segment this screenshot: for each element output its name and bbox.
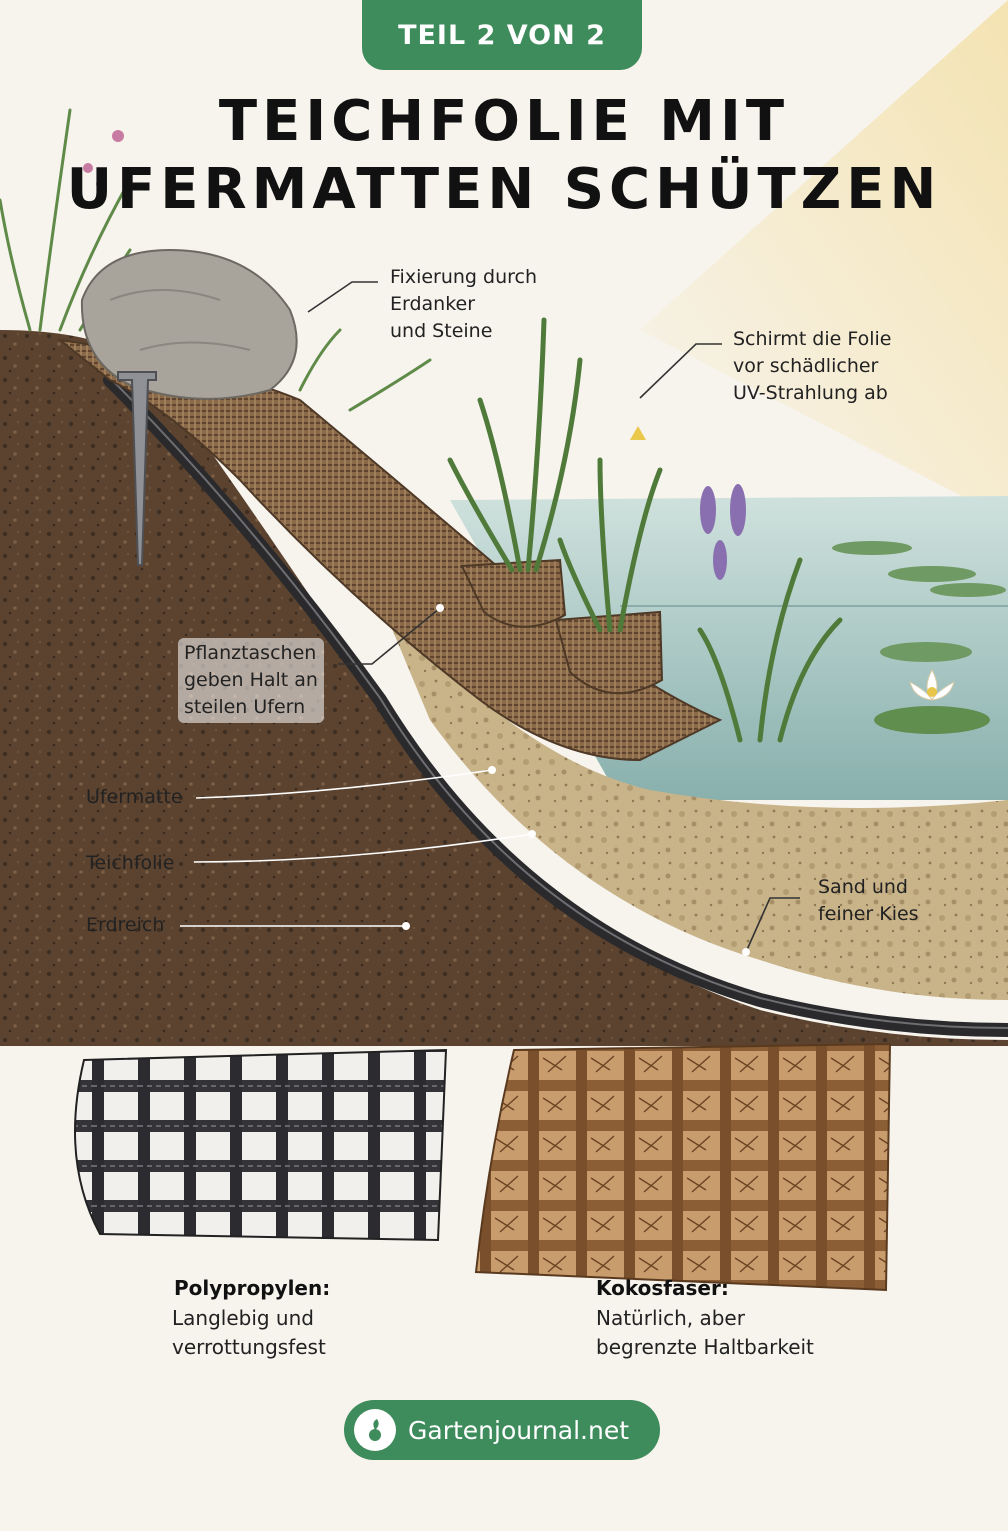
reed-plants xyxy=(447,317,843,743)
desc-line: Natürlich, aber xyxy=(596,1306,745,1330)
ground-anchor xyxy=(117,371,157,566)
material-desc-polypropylene: Langlebig und verrottungsfest xyxy=(172,1304,326,1362)
meadow-plants xyxy=(0,108,432,412)
layer-label-ufermatte: Ufermatte xyxy=(86,786,183,808)
material-name-coconut: Kokosfaser: xyxy=(596,1276,729,1300)
callout-line: vor schädlicher xyxy=(733,355,879,377)
plant-pocket xyxy=(554,610,664,695)
lavender-flowers xyxy=(700,484,746,580)
site-name: Gartenjournal.net xyxy=(408,1415,630,1445)
sun-rays xyxy=(640,0,1008,520)
plant-pocket xyxy=(460,558,567,628)
material-desc-coconut: Natürlich, aber begrenzte Haltbarkeit xyxy=(596,1304,814,1362)
layer-label-erdreich: Erdreich xyxy=(86,914,165,936)
lily-pad xyxy=(888,566,976,582)
sand-layer xyxy=(380,600,1008,1000)
leader-lines xyxy=(180,281,800,956)
water-lily-icon xyxy=(909,668,955,701)
callout-line: steilen Ufern xyxy=(184,696,306,718)
coconut-mat-sample xyxy=(474,1042,892,1292)
page-title: TEICHFOLIE MIT UFERMATTEN SCHÜTZEN xyxy=(0,88,1008,224)
lily-pad xyxy=(832,541,912,555)
material-name-polypropylene: Polypropylen: xyxy=(174,1276,331,1300)
lily-pad xyxy=(930,583,1006,597)
callout-fixierung: Fixierung durch Erdanker und Steine xyxy=(390,264,537,345)
lily-pad xyxy=(874,706,990,734)
callout-line: Fixierung durch xyxy=(390,266,538,288)
leaf-logo-icon xyxy=(354,1409,396,1451)
callout-line: feiner Kies xyxy=(818,903,919,925)
callout-uv-protection: Schirmt die Folie vor schädlicher UV-Str… xyxy=(733,326,892,407)
callout-line: Pflanztaschen xyxy=(184,642,317,664)
pink-flowers xyxy=(83,130,124,188)
callout-line: Erdanker xyxy=(390,293,476,315)
bank-mat xyxy=(56,338,723,762)
part-badge: TEIL 2 VON 2 xyxy=(362,0,642,70)
desc-line: verrottungsfest xyxy=(172,1335,326,1359)
soil xyxy=(0,330,1008,1046)
polypropylene-mat-sample xyxy=(74,1048,448,1242)
callout-plant-pockets: Pflanztaschen geben Halt an steilen Ufer… xyxy=(178,638,324,723)
layer-label-teichfolie: Teichfolie xyxy=(86,852,175,874)
desc-line: begrenzte Haltbarkeit xyxy=(596,1335,814,1359)
pond-liner-highlight xyxy=(109,377,1008,1029)
callout-line: und Steine xyxy=(390,320,493,342)
callout-line: geben Halt an xyxy=(184,669,318,691)
lily-pad xyxy=(880,642,972,662)
callout-line: Sand und xyxy=(818,876,908,898)
title-line: TEICHFOLIE MIT xyxy=(218,89,790,154)
footer-brand[interactable]: Gartenjournal.net xyxy=(344,1400,660,1460)
desc-line: Langlebig und xyxy=(172,1306,314,1330)
callout-line: UV-Strahlung ab xyxy=(733,382,888,404)
callout-sand-gravel: Sand und feiner Kies xyxy=(818,874,919,928)
title-line: UFERMATTEN SCHÜTZEN xyxy=(66,157,942,222)
callout-line: Schirmt die Folie xyxy=(733,328,892,350)
pond-liner xyxy=(103,373,1008,1037)
boulder xyxy=(80,248,298,400)
yellow-iris-icon xyxy=(630,426,646,440)
